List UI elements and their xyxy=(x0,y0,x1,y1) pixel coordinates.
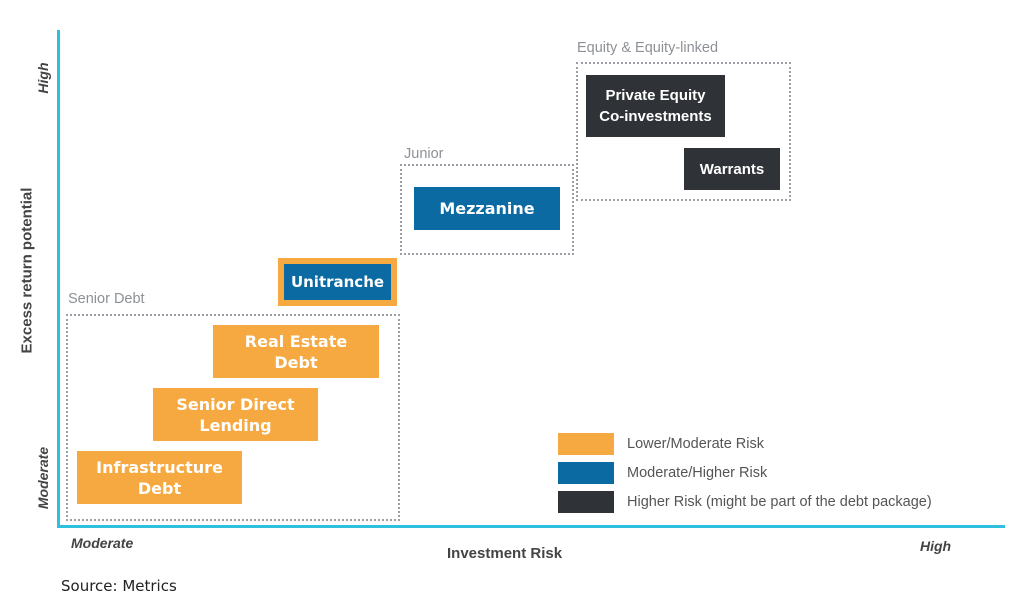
group-senior-debt xyxy=(66,314,400,521)
box-warrants: Warrants xyxy=(684,148,780,190)
source-note: Source: Metrics xyxy=(61,577,177,595)
box-line: Co-investments xyxy=(599,108,712,125)
legend: Lower/Moderate Risk Moderate/Higher Risk… xyxy=(558,432,932,519)
box-mezzanine: Mezzanine xyxy=(414,187,560,230)
group-label-junior: Junior xyxy=(404,146,444,162)
group-label-equity: Equity & Equity-linked xyxy=(577,40,719,56)
x-tick-high: High xyxy=(920,538,952,554)
legend-label: Lower/Moderate Risk xyxy=(627,436,764,452)
box-line: Infrastructure xyxy=(96,457,223,477)
box-unitranche-border: Unitranche xyxy=(278,258,397,306)
y-axis-label: Excess return potential xyxy=(18,187,36,354)
legend-label: Moderate/Higher Risk xyxy=(627,465,768,481)
box-line: Senior Direct xyxy=(176,394,295,414)
y-tick-high: High xyxy=(35,62,51,94)
legend-swatch-dark xyxy=(558,491,614,513)
box-line: Lending xyxy=(199,415,272,435)
legend-item-moderate-higher: Moderate/Higher Risk xyxy=(558,461,932,485)
box-line: Debt xyxy=(137,478,182,498)
y-tick-moderate: Moderate xyxy=(35,446,51,510)
group-label-senior-debt: Senior Debt xyxy=(68,291,145,307)
legend-swatch-blue xyxy=(558,462,614,484)
x-tick-moderate: Moderate xyxy=(71,535,134,551)
box-unitranche: Unitranche xyxy=(284,264,391,300)
x-axis-label: Investment Risk xyxy=(447,545,563,562)
legend-label: Higher Risk (might be part of the debt p… xyxy=(627,494,932,510)
y-axis xyxy=(57,30,60,528)
box-line: Real Estate xyxy=(244,331,348,351)
legend-item-higher: Higher Risk (might be part of the debt p… xyxy=(558,490,932,514)
legend-swatch-orange xyxy=(558,433,614,455)
group-junior xyxy=(400,164,574,255)
box-line: Private Equity xyxy=(605,87,706,104)
box-line: Debt xyxy=(274,352,318,372)
x-axis xyxy=(57,525,1005,528)
legend-item-lower-moderate: Lower/Moderate Risk xyxy=(558,432,932,456)
group-equity xyxy=(576,62,791,201)
